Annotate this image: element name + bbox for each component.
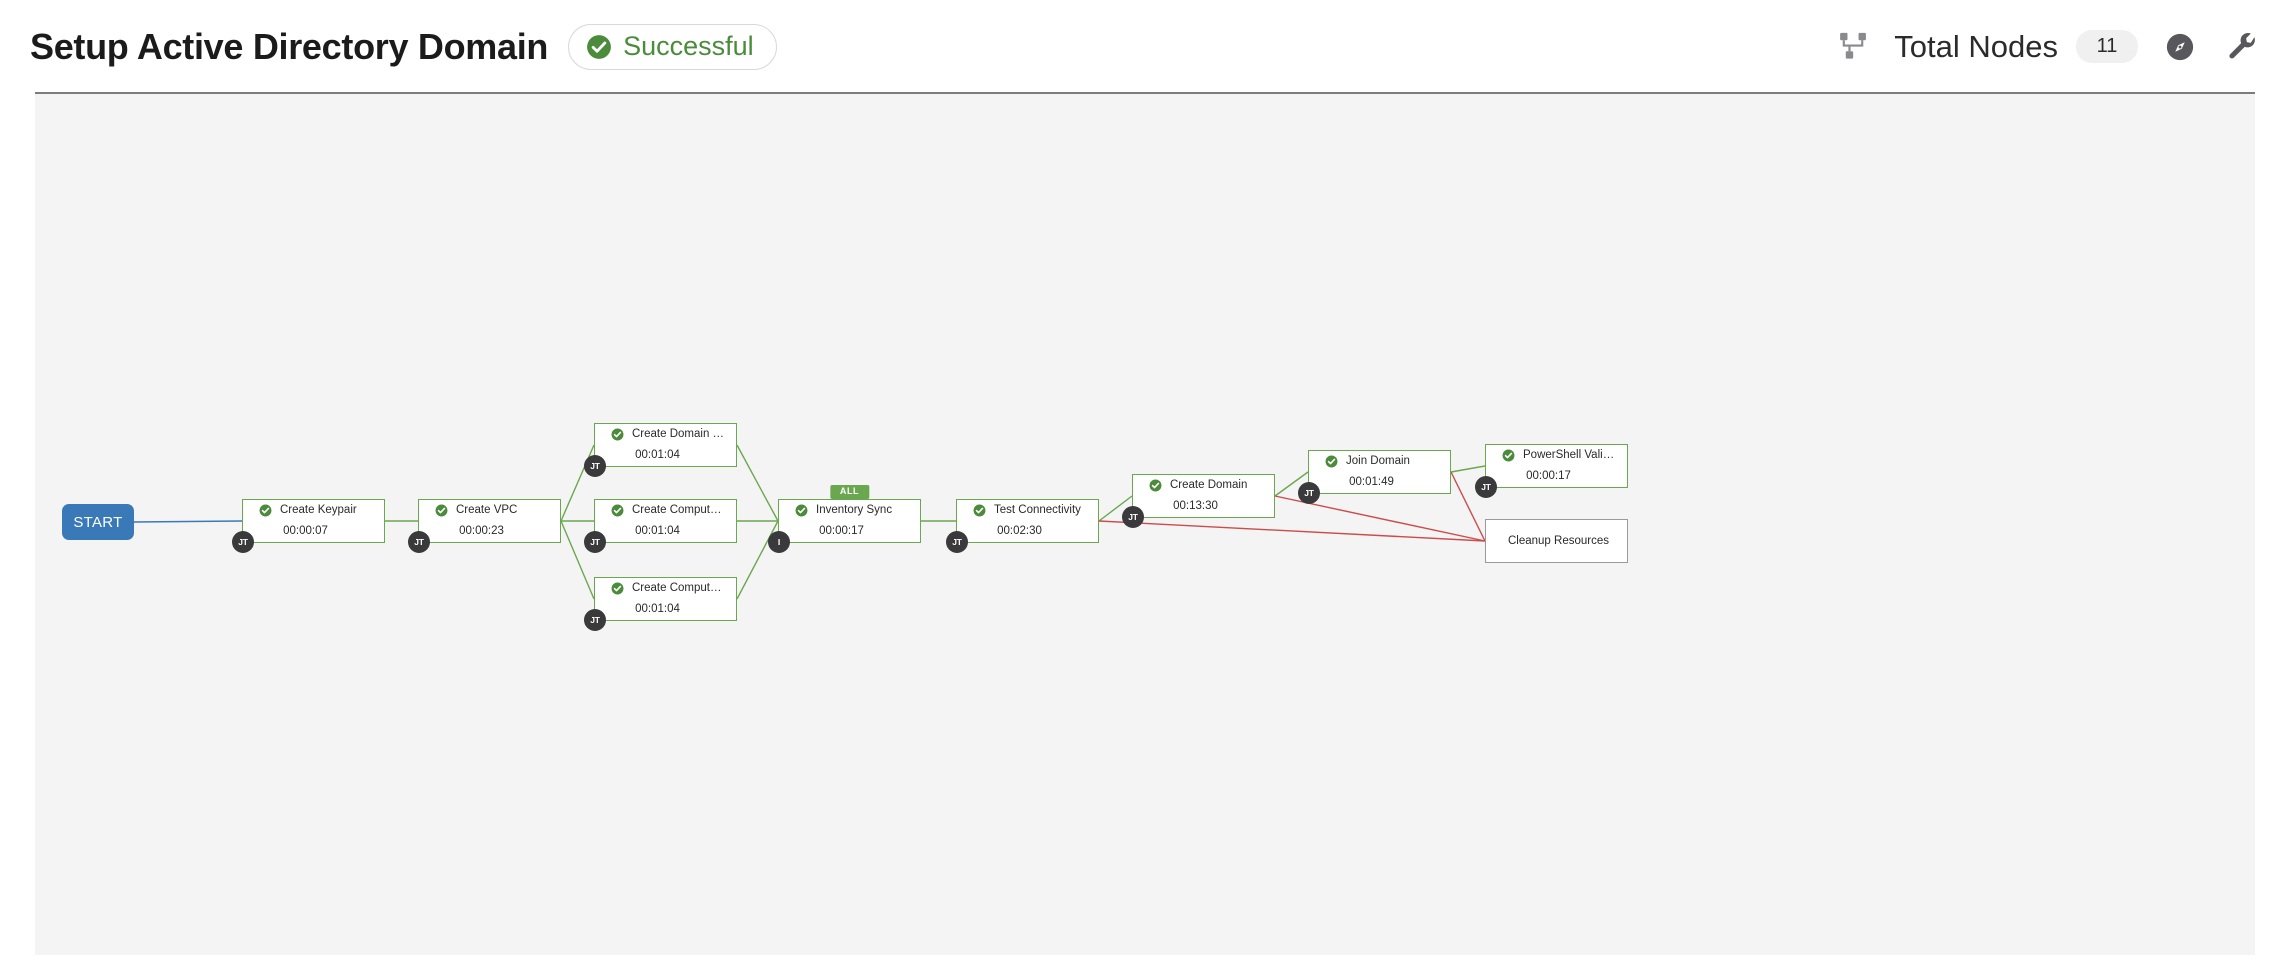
wrench-button[interactable] — [2222, 27, 2262, 67]
node-title-inventory-sync: Inventory Sync — [816, 504, 893, 517]
node-duration-join-domain: 00:01:49 — [1349, 476, 1394, 488]
check-circle-icon — [611, 428, 624, 441]
edge-layer — [133, 444, 1486, 600]
node-owner-badge-create-keypair[interactable]: JT — [232, 531, 254, 553]
check-circle-icon — [587, 34, 612, 59]
node-title-create-domain: Create Domain — [1170, 479, 1248, 492]
node-header-create-domain-controller: Create Domain Contr... — [605, 427, 726, 442]
wrench-icon — [2229, 32, 2255, 59]
header-divider — [35, 92, 2255, 94]
node-header-create-vpc: Create VPC — [429, 503, 550, 518]
node-title-join-domain: Join Domain — [1346, 455, 1410, 468]
node-title-test-connectivity: Test Connectivity — [994, 504, 1081, 517]
node-owner-badge-inventory-sync[interactable]: I — [768, 531, 790, 553]
node-duration-create-domain: 00:13:30 — [1173, 500, 1218, 512]
node-duration-create-keypair: 00:00:07 — [283, 525, 328, 537]
total-nodes-count-badge: 11 — [2076, 30, 2138, 63]
edge-create-domain-controller-to-inventory-sync — [736, 444, 779, 522]
node-owner-badge-create-computer-2[interactable]: JT — [584, 609, 606, 631]
header-right-group: Total Nodes 11 — [1838, 0, 2262, 93]
node-owner-badge-join-domain[interactable]: JT — [1298, 482, 1320, 504]
start-node[interactable]: START — [62, 504, 134, 540]
node-duration-create-vpc: 00:00:23 — [459, 525, 504, 537]
node-header-create-domain: Create Domain — [1143, 478, 1264, 493]
node-owner-badge-create-vpc[interactable]: JT — [408, 531, 430, 553]
compass-icon — [2166, 33, 2194, 60]
node-tag-inventory-sync: ALL — [829, 485, 870, 500]
node-header-join-domain: Join Domain — [1319, 454, 1440, 469]
node-owner-badge-create-computer-1[interactable]: JT — [584, 531, 606, 553]
sitemap-icon — [1840, 32, 1867, 59]
check-circle-icon — [435, 504, 448, 517]
node-header-test-connectivity: Test Connectivity — [967, 503, 1088, 518]
check-circle-icon — [611, 504, 624, 517]
node-owner-badge-create-domain[interactable]: JT — [1122, 506, 1144, 528]
check-circle-icon — [1149, 479, 1162, 492]
header-left-group: Setup Active Directory Domain Successful — [30, 0, 777, 93]
page-title: Setup Active Directory Domain — [30, 25, 549, 67]
node-duration-powershell-validation: 00:00:17 — [1526, 470, 1571, 482]
app-header: Setup Active Directory Domain Successful… — [0, 0, 2290, 94]
node-duration-test-connectivity: 00:02:30 — [997, 525, 1042, 537]
status-badge: Successful — [568, 23, 777, 70]
compass-button[interactable] — [2160, 27, 2200, 67]
check-circle-icon — [259, 504, 272, 517]
node-owner-badge-test-connectivity[interactable]: JT — [946, 531, 968, 553]
check-circle-icon — [795, 504, 808, 517]
node-owner-badge-create-domain-controller[interactable]: JT — [584, 455, 606, 477]
edge-create-vpc-to-create-computer-2 — [560, 520, 595, 600]
edge-join-domain-to-cleanup-resources — [1450, 471, 1486, 542]
node-duration-inventory-sync: 00:00:17 — [819, 525, 864, 537]
node-header-create-computer-1: Create Computer (1) — [605, 503, 726, 518]
node-title-powershell-validation: PowerShell Validation — [1523, 449, 1617, 462]
node-duration-create-domain-controller: 00:01:04 — [635, 449, 680, 461]
edge-join-domain-to-powershell-validation — [1450, 465, 1486, 473]
node-owner-badge-powershell-validation[interactable]: JT — [1475, 476, 1497, 498]
edge-create-domain-to-join-domain — [1274, 471, 1309, 497]
node-header-create-computer-2: Create Computer (2) — [605, 581, 726, 596]
total-nodes-label: Total Nodes — [1894, 29, 2058, 64]
check-circle-icon — [973, 504, 986, 517]
node-title-create-computer-1: Create Computer (1) — [632, 504, 726, 517]
edge-start-to-create-keypair — [133, 520, 243, 523]
node-title-create-keypair: Create Keypair — [280, 504, 357, 517]
node-header-cleanup-resources: Cleanup Resources — [1496, 534, 1617, 549]
check-circle-icon — [611, 582, 624, 595]
node-header-create-keypair: Create Keypair — [253, 503, 374, 518]
node-title-create-computer-2: Create Computer (2) — [632, 582, 726, 595]
node-duration-create-computer-2: 00:01:04 — [635, 603, 680, 615]
edge-test-connectivity-to-create-domain — [1098, 495, 1133, 522]
node-title-cleanup-resources: Cleanup Resources — [1507, 534, 1609, 547]
edge-test-connectivity-to-cleanup-resources — [1098, 520, 1486, 542]
node-title-create-vpc: Create VPC — [456, 504, 518, 517]
node-title-create-domain-controller: Create Domain Contr... — [632, 428, 726, 441]
node-header-powershell-validation: PowerShell Validation — [1496, 448, 1617, 463]
check-circle-icon — [1502, 449, 1515, 462]
check-circle-icon — [1325, 455, 1338, 468]
workflow-node-cleanup-resources[interactable]: Cleanup Resources — [1485, 519, 1628, 563]
node-duration-create-computer-1: 00:01:04 — [635, 525, 680, 537]
node-header-inventory-sync: Inventory Sync — [789, 503, 910, 518]
status-badge-label: Successful — [623, 31, 754, 61]
